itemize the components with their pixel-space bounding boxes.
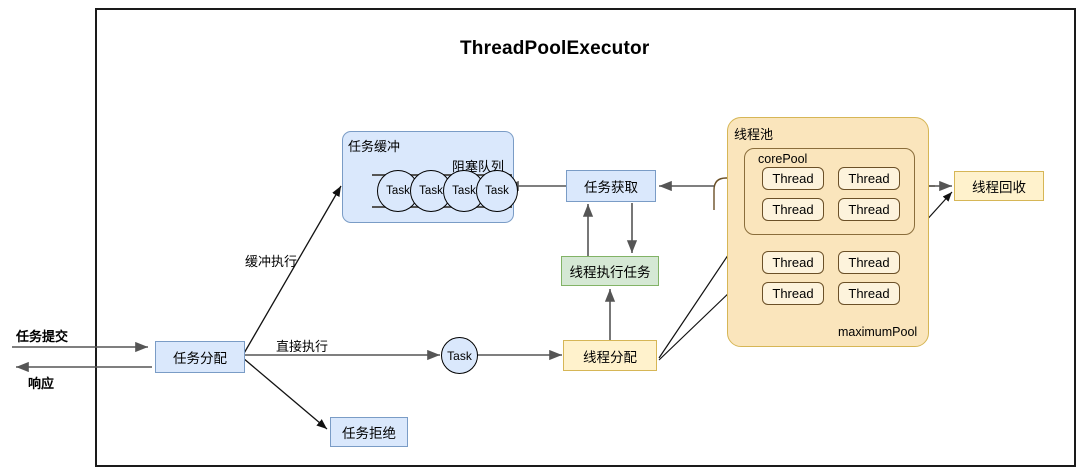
- core-thread-3[interactable]: Thread: [762, 198, 824, 221]
- core-pool-label: corePool: [758, 152, 808, 166]
- node-task-circle[interactable]: Task: [441, 337, 478, 374]
- edge-label-buffered: 缓冲执行: [245, 254, 298, 269]
- core-thread-2[interactable]: Thread: [838, 167, 900, 190]
- node-thread-dispatch[interactable]: 线程分配: [563, 340, 657, 371]
- page-title: ThreadPoolExecutor: [460, 38, 650, 59]
- maximum-thread-1[interactable]: Thread: [762, 251, 824, 274]
- maximum-pool-label: maximumPool: [838, 325, 918, 339]
- submit-label: 任务提交: [16, 329, 69, 344]
- queue-task-2[interactable]: Task: [410, 170, 452, 212]
- node-task-reject[interactable]: 任务拒绝: [330, 417, 408, 447]
- node-thread-execute[interactable]: 线程执行任务: [561, 256, 659, 286]
- core-thread-1[interactable]: Thread: [762, 167, 824, 190]
- queue-task-4[interactable]: Task: [476, 170, 518, 212]
- node-thread-recycle[interactable]: 线程回收: [954, 171, 1044, 201]
- node-task-fetch[interactable]: 任务获取: [566, 170, 656, 202]
- maximum-thread-3[interactable]: Thread: [762, 282, 824, 305]
- buffer-title: 任务缓冲: [348, 139, 401, 154]
- node-task-dispatch[interactable]: 任务分配: [155, 341, 245, 373]
- response-label: 响应: [28, 376, 55, 391]
- maximum-thread-4[interactable]: Thread: [838, 282, 900, 305]
- pool-title: 线程池: [734, 127, 774, 142]
- core-thread-4[interactable]: Thread: [838, 198, 900, 221]
- maximum-thread-2[interactable]: Thread: [838, 251, 900, 274]
- edge-label-direct: 直接执行: [276, 339, 329, 354]
- outer-frame: [95, 8, 1076, 467]
